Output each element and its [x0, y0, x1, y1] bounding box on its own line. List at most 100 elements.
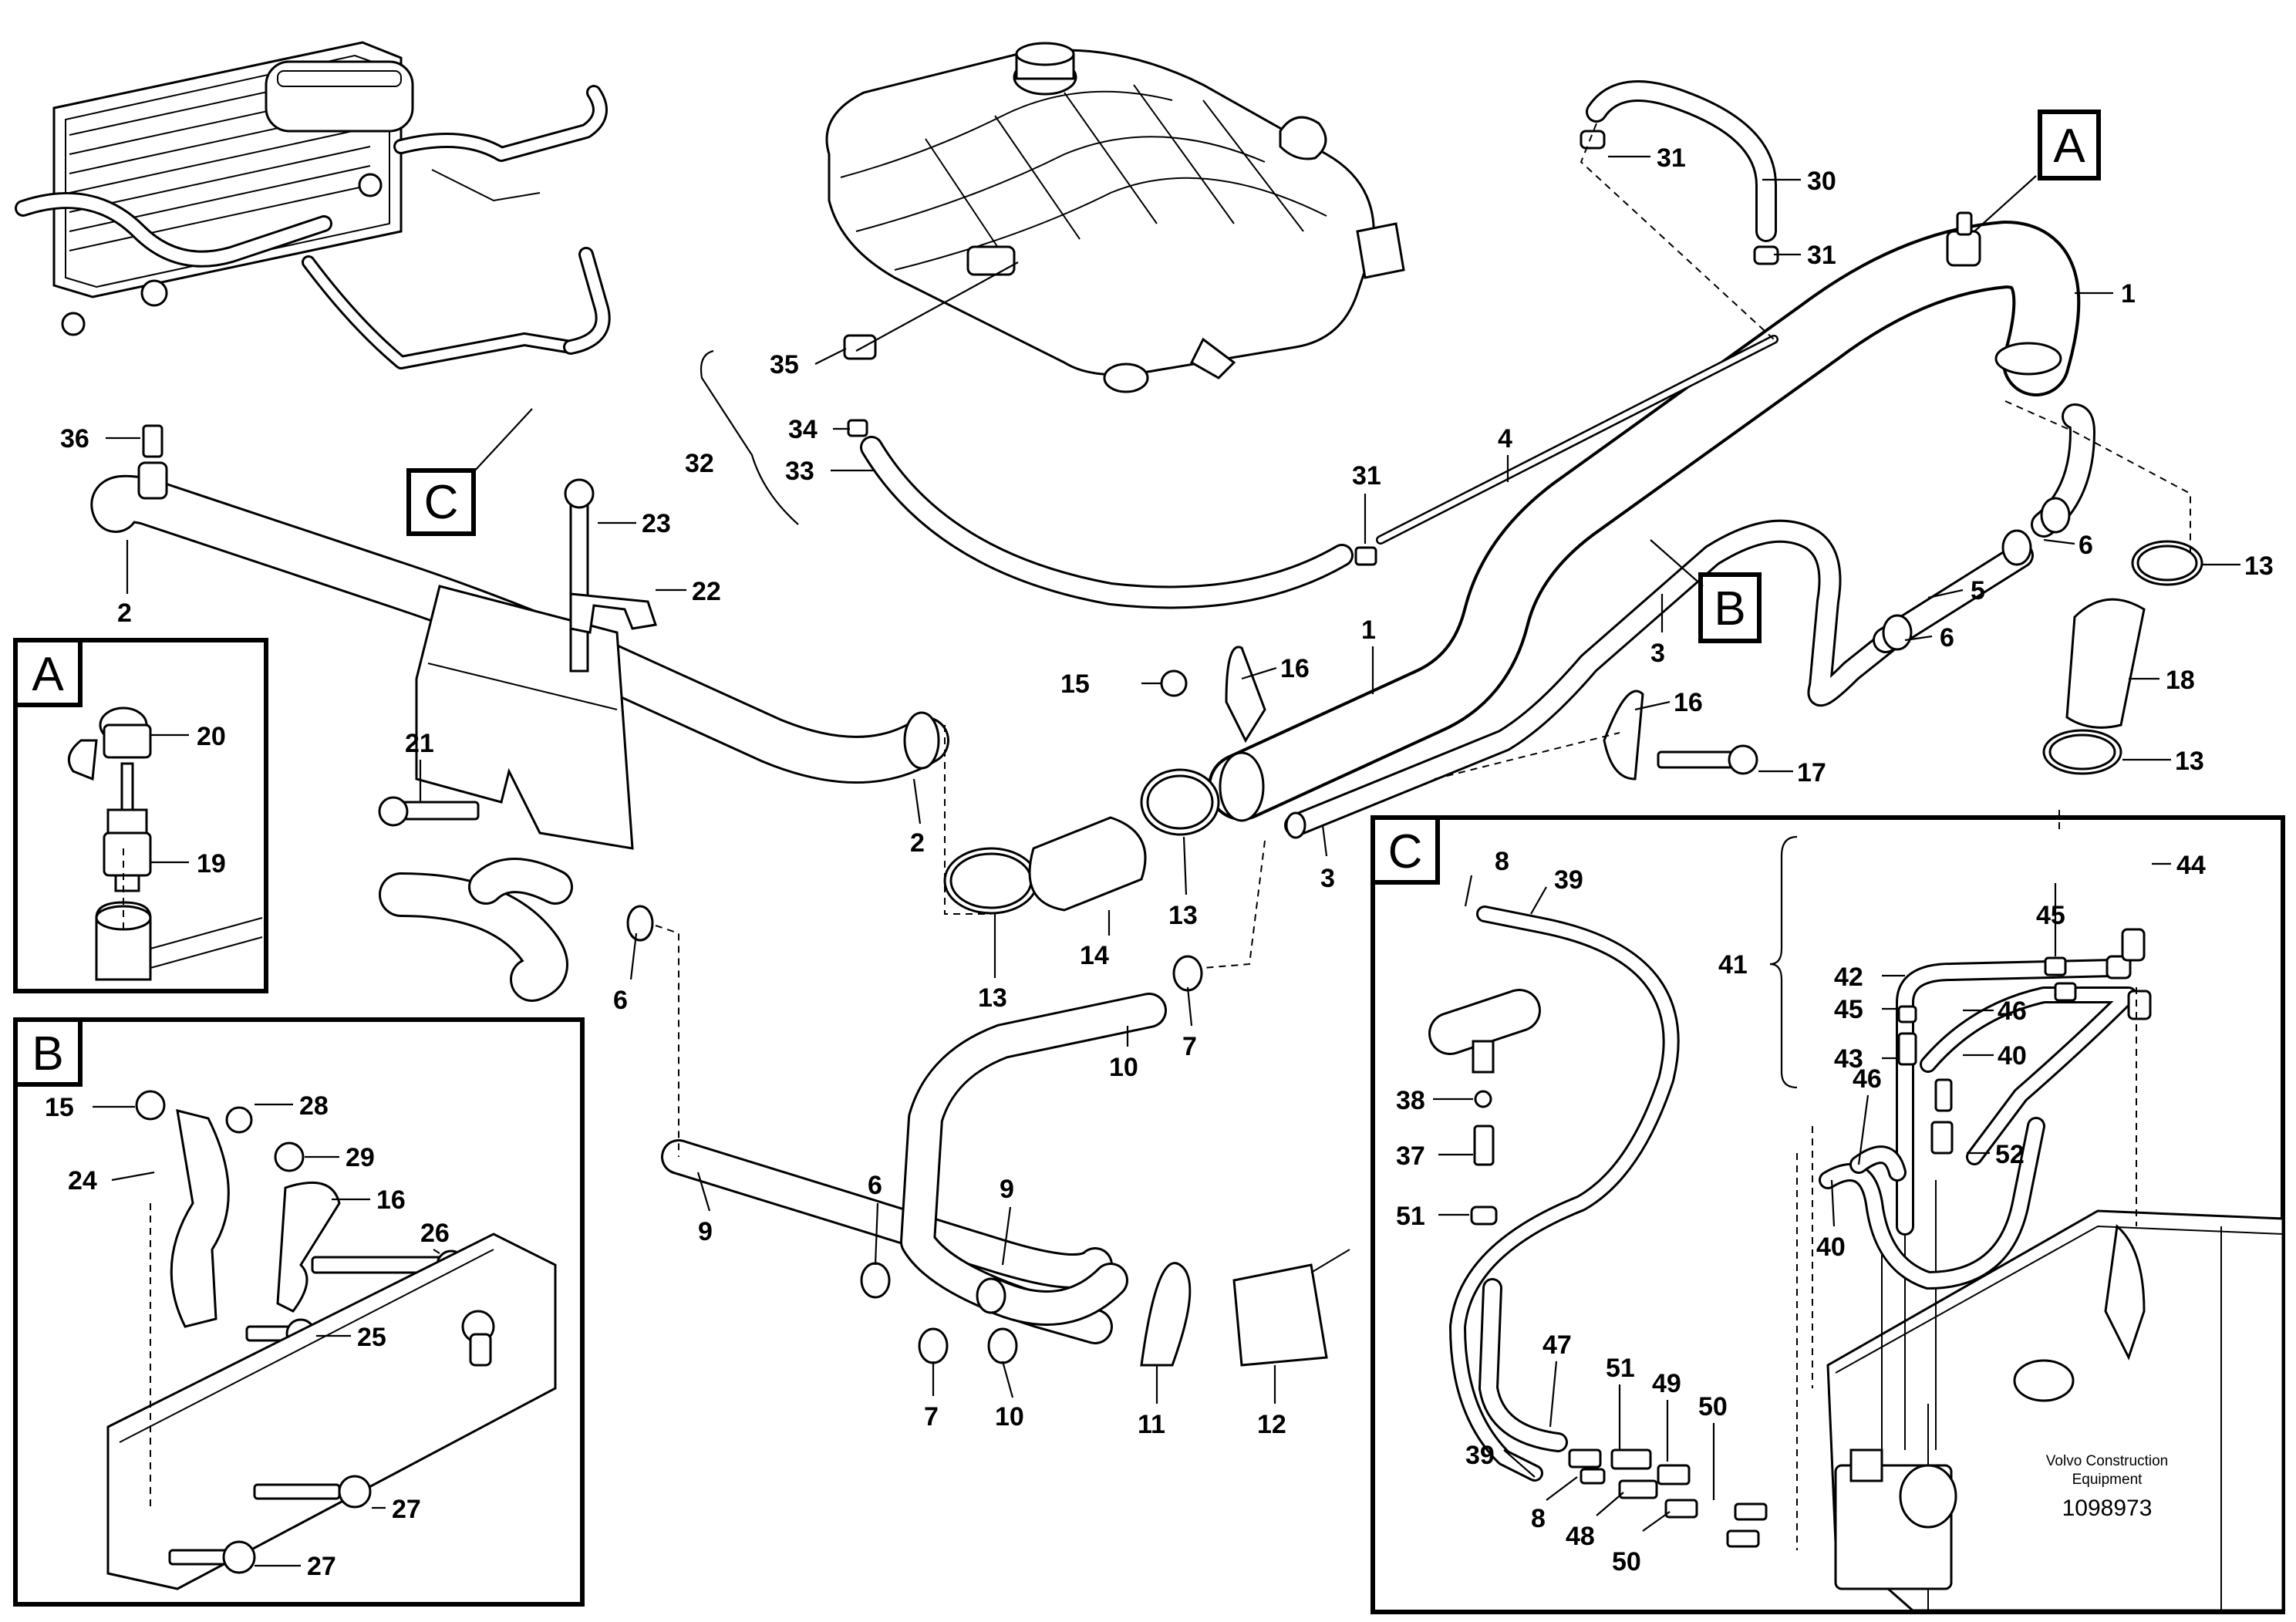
hose-33: [843, 334, 1377, 609]
label-35: 35: [770, 350, 799, 379]
svg-text:B: B: [32, 1027, 63, 1081]
label-31b: 31: [1807, 241, 1836, 270]
label-52: 52: [1995, 1140, 2025, 1169]
bracket-16-17-right: [1160, 646, 1758, 781]
label-11: 11: [1138, 1410, 1165, 1439]
bracket-22-23-assembly: [378, 478, 657, 850]
label-15b: 15: [45, 1093, 74, 1122]
svg-text:C: C: [1388, 825, 1423, 878]
label-40b: 40: [1816, 1233, 1846, 1262]
label-13d: 13: [2175, 747, 2204, 776]
label-9b: 9: [1000, 1175, 1014, 1204]
pipe-3: [1284, 519, 1901, 839]
label-8b: 8: [1531, 1504, 1546, 1533]
label-6b: 6: [1940, 623, 1954, 653]
label-1a: 1: [2121, 279, 2136, 309]
hose-9-10-and-clamps: [661, 955, 1203, 1364]
label-14: 14: [1080, 941, 1109, 970]
label-42: 42: [1834, 963, 1863, 992]
svg-text:C: C: [424, 476, 459, 529]
label-44: 44: [2176, 851, 2206, 880]
label-27a: 27: [392, 1495, 421, 1524]
expansion-tank: [825, 42, 1405, 393]
label-10b: 10: [995, 1402, 1024, 1431]
label-41: 41: [1718, 950, 1748, 980]
label-3b: 3: [1320, 864, 1335, 893]
label-46a: 46: [1998, 996, 2027, 1026]
hose-5-and-6-right: [1873, 403, 2095, 653]
label-27b: 27: [307, 1552, 336, 1581]
brand-line-1: Volvo Construction: [2046, 1453, 2168, 1469]
sleeve-18-and-clamps-13: [2042, 540, 2203, 775]
label-6d: 6: [868, 1171, 882, 1200]
label-16c: 16: [376, 1185, 406, 1215]
label-51a: 51: [1396, 1202, 1425, 1231]
pipe-1-main: [1208, 221, 2081, 822]
label-36: 36: [60, 424, 89, 454]
label-47: 47: [1542, 1330, 1572, 1360]
pipe-4: [1376, 335, 1778, 545]
label-45a: 45: [1834, 995, 1863, 1024]
label-31a: 31: [1657, 143, 1686, 173]
label-8a: 8: [1495, 847, 1509, 876]
label-39a: 39: [1554, 865, 1583, 895]
label-5: 5: [1971, 576, 1985, 605]
callout-b-main: B: [1650, 539, 1762, 643]
label-29: 29: [346, 1143, 375, 1172]
callout-a-main: A: [1974, 110, 2101, 232]
label-12: 12: [1257, 1410, 1286, 1439]
document-number: 1098973: [2062, 1496, 2153, 1521]
label-22: 22: [692, 577, 721, 606]
label-15a: 15: [1060, 669, 1090, 699]
sensor-a-on-pipe: [1946, 211, 1981, 267]
label-19: 19: [197, 849, 226, 878]
label-43: 43: [1834, 1044, 1863, 1074]
clips-11-12: [1140, 1249, 1350, 1367]
label-7a: 7: [1182, 1032, 1197, 1061]
label-10a: 10: [1109, 1053, 1138, 1082]
label-7b: 7: [924, 1402, 939, 1431]
document-footer: Volvo Construction Equipment 1098973: [2046, 1453, 2168, 1521]
label-17: 17: [1797, 758, 1826, 787]
svg-text:A: A: [2053, 120, 2085, 173]
label-13a: 13: [978, 983, 1007, 1013]
svg-text:A: A: [32, 648, 64, 701]
label-6a: 6: [2079, 531, 2093, 560]
label-16a: 16: [1280, 654, 1310, 683]
detail-panel-a: A: [13, 638, 268, 993]
label-50a: 50: [1698, 1392, 1728, 1421]
label-51b: 51: [1606, 1354, 1635, 1383]
hose-6-left: [379, 858, 654, 1002]
detail-panel-c: C: [1371, 815, 2285, 1614]
alignment-lines: [655, 123, 2191, 1157]
label-40a: 40: [1998, 1041, 2027, 1071]
label-50b: 50: [1612, 1547, 1641, 1576]
label-13c: 13: [2244, 551, 2274, 581]
callout-c-main: C: [406, 408, 533, 536]
label-48: 48: [1566, 1522, 1595, 1551]
label-25: 25: [357, 1323, 386, 1352]
label-38: 38: [1396, 1086, 1425, 1115]
label-6c: 6: [613, 986, 628, 1015]
label-13b: 13: [1168, 901, 1198, 930]
label-18: 18: [2166, 666, 2195, 695]
label-33: 33: [785, 457, 814, 486]
label-31c: 31: [1352, 461, 1381, 491]
label-3a: 3: [1650, 639, 1665, 668]
brand-line-2: Equipment: [2072, 1472, 2143, 1488]
label-30: 30: [1807, 167, 1836, 196]
label-4: 4: [1498, 424, 1512, 454]
detail-panel-b: B: [13, 1017, 585, 1607]
label-45b: 45: [2036, 901, 2065, 930]
label-1b: 1: [1361, 615, 1376, 645]
label-9a: 9: [698, 1217, 713, 1246]
svg-text:B: B: [1714, 582, 1745, 636]
label-49: 49: [1652, 1369, 1681, 1398]
sleeve-14-and-clamps: [943, 768, 1220, 915]
overview-machine-sketch: [15, 41, 611, 369]
label-2a: 2: [117, 599, 132, 628]
hose-30: [1580, 80, 1779, 265]
label-28: 28: [299, 1091, 329, 1121]
label-23: 23: [642, 509, 671, 538]
